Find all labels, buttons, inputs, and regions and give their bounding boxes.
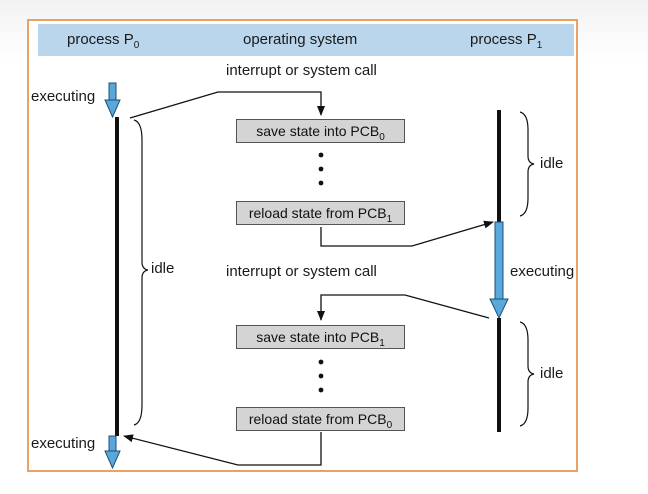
label-idle-p1-top: idle [540,155,564,172]
box-save-state-pcb0: save state into PCB0 [236,119,405,143]
label-idle-p1-bottom: idle [540,365,564,382]
label-executing-p1: executing [510,263,575,280]
header-operating-system: operating system [243,31,358,48]
label-interrupt-mid: interrupt or system call [226,263,377,280]
header-bar [38,24,574,56]
arrow-os-to-p0 [123,432,322,466]
p1-idle-brace-top [519,111,535,217]
box-reload-state-pcb1: reload state from PCB1 [236,201,405,225]
box-reload-state-pcb0: reload state from PCB0 [236,407,405,431]
p1-executing-arrow [489,221,509,320]
box-save-state-pcb1: save state into PCB1 [236,325,405,349]
arrow-os-to-p1 [320,220,494,247]
ellipsis-dots-top [318,152,324,186]
header-process-p0: process P0 [67,31,140,51]
label-executing-p0-top: executing [31,88,96,105]
header-process-p1: process P1 [470,31,543,51]
ellipsis-dots-bottom [318,359,324,393]
p1-idle-brace-bottom [519,321,535,427]
arrow-p1-to-os [317,294,490,321]
label-interrupt-top: interrupt or system call [226,62,377,79]
label-executing-p0-bottom: executing [31,435,96,452]
p0-idle-brace [133,119,149,426]
p0-executing-arrow-bottom [104,435,121,470]
p0-executing-arrow-top [104,82,121,119]
label-idle-p0: idle [151,260,175,277]
arrow-p0-to-os [129,91,325,119]
